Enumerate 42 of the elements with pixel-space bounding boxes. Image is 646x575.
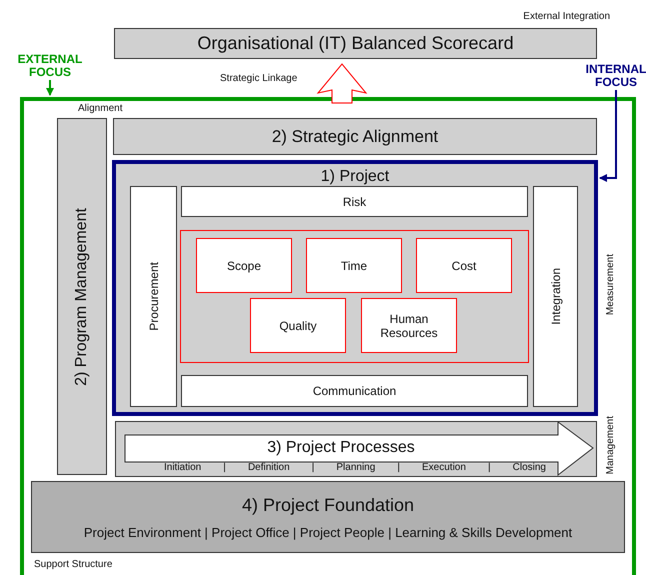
box-label: Integration (548, 268, 564, 325)
risk-box (181, 186, 528, 217)
arrow (599, 90, 617, 182)
edge-label: Strategic Linkage (220, 73, 298, 84)
box-label: Communication (312, 383, 396, 400)
procurement-box (130, 186, 177, 407)
box-label: Time (340, 258, 368, 274)
box-label: Procurement (146, 262, 162, 331)
box-label: 2) Program Management (72, 208, 91, 386)
box-title: 3) Project Processes (266, 438, 416, 458)
human-resources-box (361, 298, 457, 353)
box-label: Quality (279, 318, 317, 334)
box-label: Organisational (IT) Balanced Scorecard (197, 32, 514, 55)
box-title: 4) Project Foundation (242, 494, 414, 514)
communication-box (181, 375, 528, 407)
cost-box (416, 238, 512, 293)
box-label: EXTERNAL FOCUS (16, 53, 84, 79)
box-label: 2) Strategic Alignment (272, 126, 438, 148)
focus-frame (20, 97, 636, 575)
time-box (306, 238, 402, 293)
scope-box (196, 238, 292, 293)
block-arrow (316, 63, 368, 104)
strategic-alignment-box (113, 118, 597, 155)
program-management-bar (57, 118, 107, 475)
project-foundation-box (31, 481, 625, 553)
knowledge-area-frame (180, 230, 529, 363)
project-frame (112, 160, 598, 416)
side-label: Measurement (604, 254, 616, 316)
box-label: Human Resources (379, 312, 439, 340)
box-title: 1) Project (320, 167, 390, 187)
stage-list: Initiation | Definition | Planning | Execution | Closing (164, 462, 546, 474)
scorecard-box (114, 28, 597, 59)
foundation-elements: Project Environment | Project Office | Project People | Learning & Skills Development (84, 524, 572, 540)
side-label: Alignment (78, 103, 122, 114)
arrow (46, 80, 54, 96)
box-label: Cost (452, 258, 476, 274)
box-label: INTERNAL FOCUS (584, 63, 646, 89)
box-label: Risk (342, 194, 366, 210)
box-label: Scope (226, 258, 262, 274)
side-label: Management (604, 416, 616, 474)
integration-box (533, 186, 578, 407)
quality-box (250, 298, 346, 353)
